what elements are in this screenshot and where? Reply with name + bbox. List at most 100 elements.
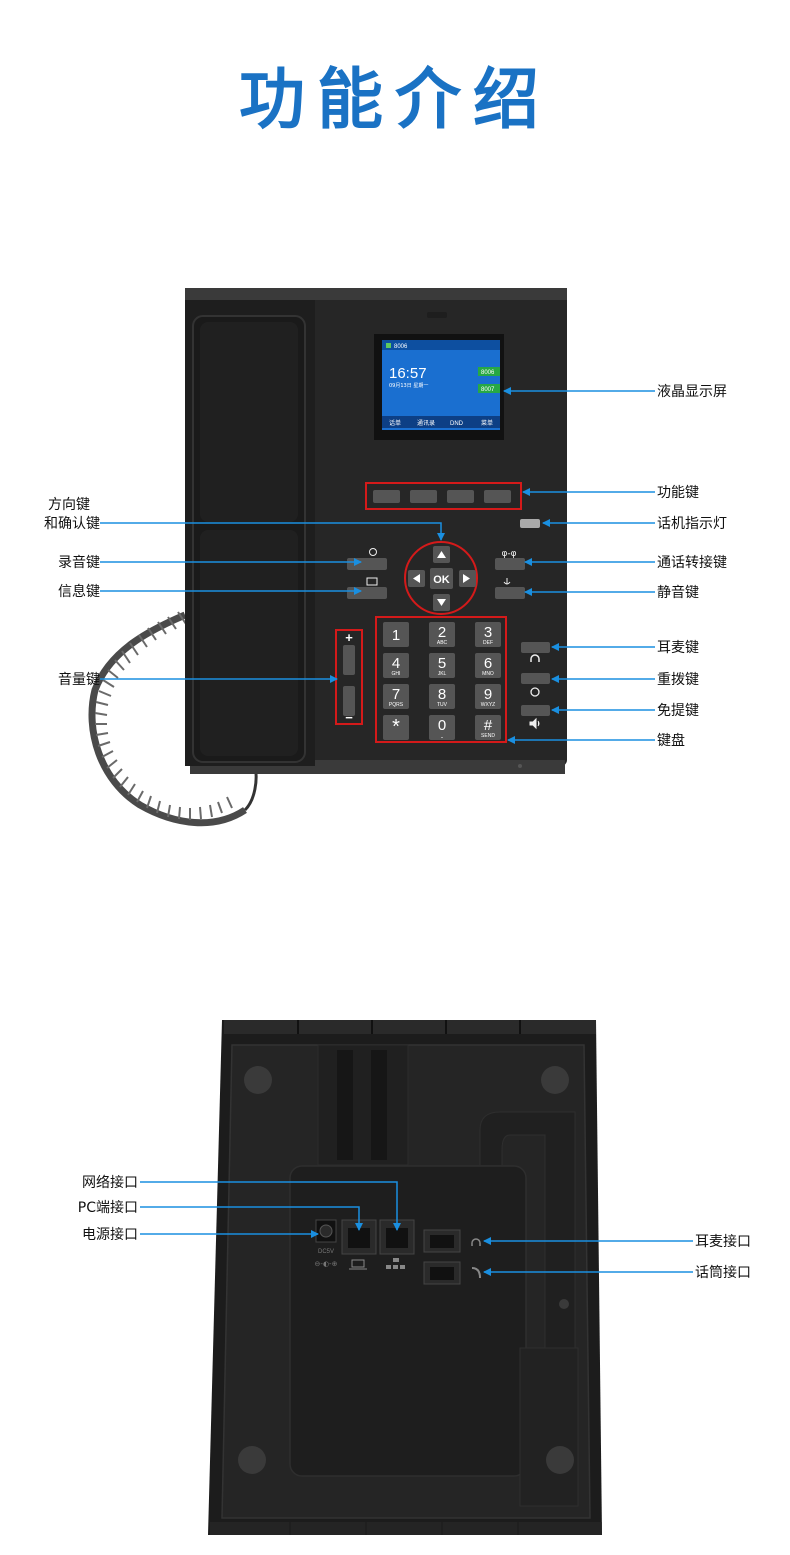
keypad-key-face[interactable] — [383, 653, 409, 678]
redial-button[interactable] — [521, 673, 550, 684]
handsfree-button[interactable] — [521, 705, 550, 716]
keypad-key-face[interactable] — [475, 653, 501, 678]
function-key-4[interactable] — [484, 490, 511, 503]
keypad-key[interactable]: 1 — [383, 622, 409, 647]
label-direction-line2: 和确认键 — [44, 516, 100, 532]
function-key-2[interactable] — [410, 490, 437, 503]
keypad-key-face[interactable] — [429, 622, 455, 647]
speaker-icon — [529, 717, 540, 730]
keypad-letters: TUV — [437, 702, 448, 708]
record-icon — [369, 548, 377, 556]
phone-back: DC5V ⊖-◐-⊕ — [208, 1020, 602, 1535]
label-message: 信息键 — [58, 583, 100, 600]
back-callouts — [140, 1181, 693, 1276]
lcd-date: 09月13日 星期一 — [389, 383, 428, 389]
keypad-key-face[interactable] — [383, 715, 409, 740]
keypad-key-face[interactable] — [429, 715, 455, 740]
function-key-3[interactable] — [447, 490, 474, 503]
lcd-softkey-3: DND — [450, 421, 464, 427]
polarity-icon: ⊖-◐-⊕ — [315, 1260, 338, 1268]
keypad-key[interactable]: #SEND — [475, 715, 501, 740]
keypad-digit: 2 — [438, 624, 446, 641]
function-keys-highlight — [365, 482, 522, 510]
nav-ok-label: OK — [433, 574, 450, 586]
keypad-digit: 3 — [484, 624, 492, 641]
foot — [541, 1066, 569, 1094]
label-record: 录音键 — [58, 554, 100, 571]
keypad-key-face[interactable] — [475, 622, 501, 647]
label-direction-line1: 方向键 — [48, 497, 90, 513]
label-power: 电源接口 — [82, 1226, 138, 1243]
lcd-ext: 8006 — [394, 344, 408, 350]
label-transfer: 通话转接键 — [657, 554, 727, 571]
keypad-digit: 9 — [484, 686, 492, 703]
keypad-key-face[interactable] — [383, 622, 409, 647]
label-mute: 静音键 — [657, 584, 699, 601]
keypad-key-face[interactable] — [429, 684, 455, 709]
back-recess — [289, 1165, 527, 1477]
volume-down-button[interactable] — [343, 686, 355, 716]
keypad-digit: 6 — [484, 655, 492, 672]
keypad-digit: 7 — [392, 686, 400, 703]
function-key-1[interactable] — [373, 490, 400, 503]
keypad-key[interactable]: * — [383, 715, 409, 740]
keypad-digit: 1 — [392, 627, 400, 644]
cord-coils — [94, 611, 233, 820]
phone-front: 8006 16:57 09月13日 星期一 8006 8007 话单 通讯录 D… — [88, 288, 567, 827]
keypad-key-face[interactable] — [475, 715, 501, 740]
foot — [244, 1066, 272, 1094]
label-keyboard: 键盘 — [657, 732, 685, 749]
keypad-digit: 4 — [392, 655, 400, 672]
volume-minus-label: − — [345, 710, 353, 725]
transfer-icon: φ-φ — [501, 549, 516, 559]
lcd-line1: 8006 — [481, 370, 495, 376]
label-handset-port: 话筒接口 — [695, 1264, 751, 1281]
keypad-letters: DEF — [483, 640, 493, 646]
phone-indicator-light — [520, 519, 540, 528]
volume-plus-label: + — [345, 630, 353, 645]
keypad-letters: JKL — [438, 671, 447, 677]
keypad-key-face[interactable] — [429, 653, 455, 678]
keypad-digit: 0 — [438, 717, 446, 734]
label-redial: 重拨键 — [657, 672, 699, 688]
label-phone-indicator: 话机指示灯 — [657, 516, 727, 532]
keypad-letters: ⎵ — [441, 733, 443, 739]
message-icon — [366, 577, 378, 586]
lcd-softkey-4: 菜单 — [481, 419, 493, 427]
label-headset: 耳麦键 — [657, 640, 699, 656]
volume-up-button[interactable] — [343, 645, 355, 675]
headset-button[interactable] — [521, 642, 550, 653]
keypad-digit: 8 — [438, 686, 446, 703]
handset-port-icon — [471, 1267, 481, 1279]
label-headset-port: 耳麦接口 — [695, 1233, 751, 1250]
keypad-digit: # — [484, 717, 493, 734]
lcd-line2: 8007 — [481, 387, 495, 393]
keypad-digit: 5 — [438, 655, 446, 672]
nav-ok-button[interactable] — [430, 568, 453, 589]
message-button[interactable] — [347, 587, 387, 599]
keypad-key[interactable]: 0⎵ — [429, 715, 455, 740]
transfer-button[interactable] — [495, 558, 525, 570]
record-button[interactable] — [347, 558, 387, 570]
pc-icon — [351, 1259, 365, 1268]
headset-icon — [530, 654, 540, 662]
foot — [546, 1446, 574, 1474]
network-icon — [386, 1258, 405, 1269]
keypad-key-face[interactable] — [383, 684, 409, 709]
page-title: 功能介绍 — [239, 61, 551, 138]
keypad-highlight — [375, 616, 507, 743]
keypad-key-face[interactable] — [475, 684, 501, 709]
keypad-digit: * — [392, 716, 400, 738]
mute-button[interactable] — [495, 587, 525, 599]
label-function-keys: 功能键 — [657, 485, 699, 501]
